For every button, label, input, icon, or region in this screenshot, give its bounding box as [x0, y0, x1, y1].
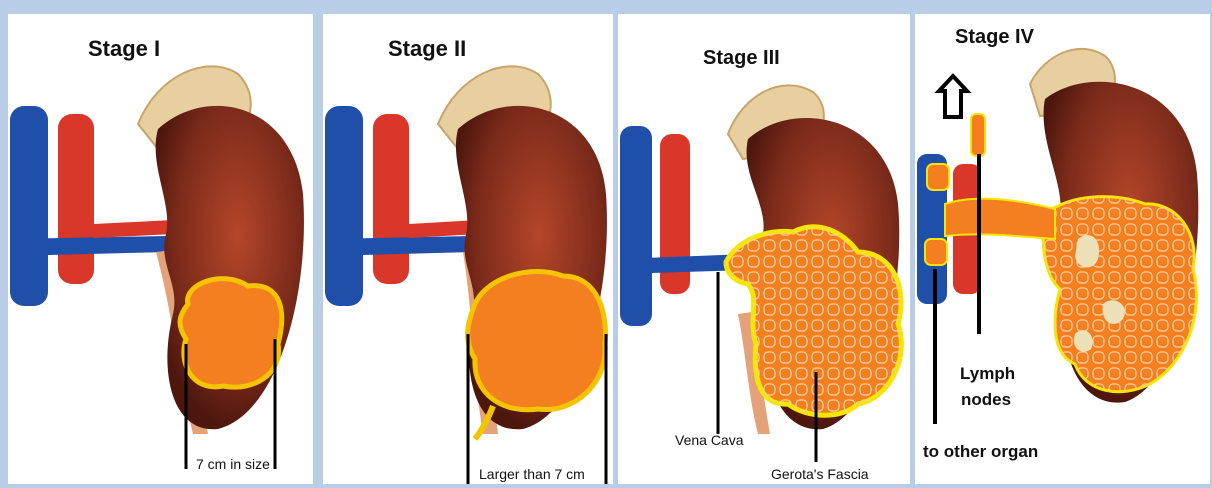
tumor-shape	[180, 279, 282, 388]
lymph-node-shape	[971, 114, 985, 156]
aorta-shape	[373, 114, 409, 284]
renal-artery-shape	[94, 220, 173, 238]
vena-cava-shape	[10, 106, 48, 306]
panel-stage-3: Stage III Vena Cava Gerota's Fascia	[618, 14, 910, 484]
gerota-fascia-label: Gerota's Fascia	[771, 466, 869, 482]
tumor-highlight	[1075, 235, 1099, 267]
up-arrow-icon	[939, 76, 967, 117]
stage-2-illustration	[323, 14, 613, 484]
stage-4-illustration	[915, 14, 1210, 484]
stage-1-title: Stage I	[88, 36, 160, 62]
tumor-texture	[1043, 197, 1196, 392]
vena-cava-shape	[325, 106, 363, 306]
stage-3-title: Stage III	[703, 47, 780, 70]
lymph-spread-shape	[945, 199, 1055, 239]
stage-2-title: Stage II	[388, 36, 466, 62]
aorta-shape	[58, 114, 94, 284]
panel-stage-4: Stage IV Lymph nodes to other organ	[915, 14, 1210, 484]
vena-cava-shape	[620, 126, 652, 326]
panel-stage-2: Stage II Larger than 7 cm	[323, 14, 613, 484]
lymph-node-shape	[925, 239, 947, 265]
stage-1-illustration	[8, 14, 313, 484]
tumor-shape	[468, 271, 606, 409]
panel-stage-1: Stage I 7 cm in size	[8, 14, 313, 484]
other-organ-label: to other organ	[923, 442, 1038, 462]
renal-vein-shape	[325, 236, 473, 256]
size-annotation: Larger than 7 cm	[479, 466, 585, 482]
lymph-label-line-1: Lymph	[960, 364, 1015, 384]
stage-3-illustration	[618, 14, 910, 484]
lymph-label-line-2: nodes	[961, 390, 1011, 410]
stage-4-title: Stage IV	[955, 26, 1034, 49]
vena-cava-label: Vena Cava	[675, 432, 744, 448]
size-annotation: 7 cm in size	[196, 456, 270, 472]
lymph-node-shape	[927, 164, 949, 190]
renal-vein-shape	[10, 236, 168, 256]
